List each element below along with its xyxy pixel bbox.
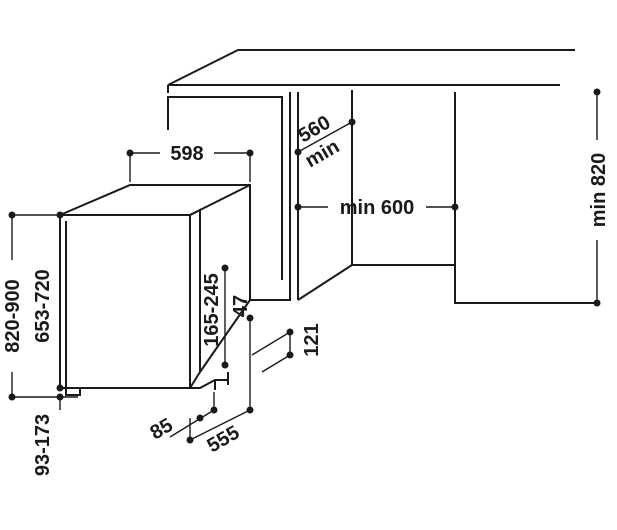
- dimension-560-min: 560 min: [294, 112, 356, 172]
- label-653-720: 653-720: [32, 269, 54, 342]
- dimension-820-900: 820-900: [2, 211, 60, 401]
- dimension-93-173: 93-173: [32, 393, 78, 476]
- label-47: 47: [230, 295, 252, 317]
- dimension-47: 47: [230, 295, 254, 410]
- dimension-min-600: min 600: [294, 197, 459, 219]
- dimension-121: 121: [251, 323, 323, 373]
- label-93-173: 93-173: [32, 414, 54, 476]
- dimension-598: 598: [126, 143, 254, 182]
- dimension-165-245: 165-245: [201, 264, 229, 369]
- label-min-820: min 820: [588, 153, 610, 227]
- dimension-653-720: 653-720: [32, 211, 64, 392]
- label-820-900: 820-900: [2, 279, 24, 352]
- worktop: [167, 49, 575, 93]
- label-598: 598: [170, 143, 203, 165]
- dishwasher-body: [59, 184, 251, 396]
- dimension-555: 555: [186, 406, 254, 458]
- dimension-min-820: min 820: [588, 88, 610, 307]
- label-85: 85: [147, 414, 177, 444]
- label-555: 555: [204, 422, 244, 458]
- label-165-245: 165-245: [201, 273, 223, 346]
- label-min-600: min 600: [340, 197, 414, 219]
- label-121: 121: [301, 323, 323, 356]
